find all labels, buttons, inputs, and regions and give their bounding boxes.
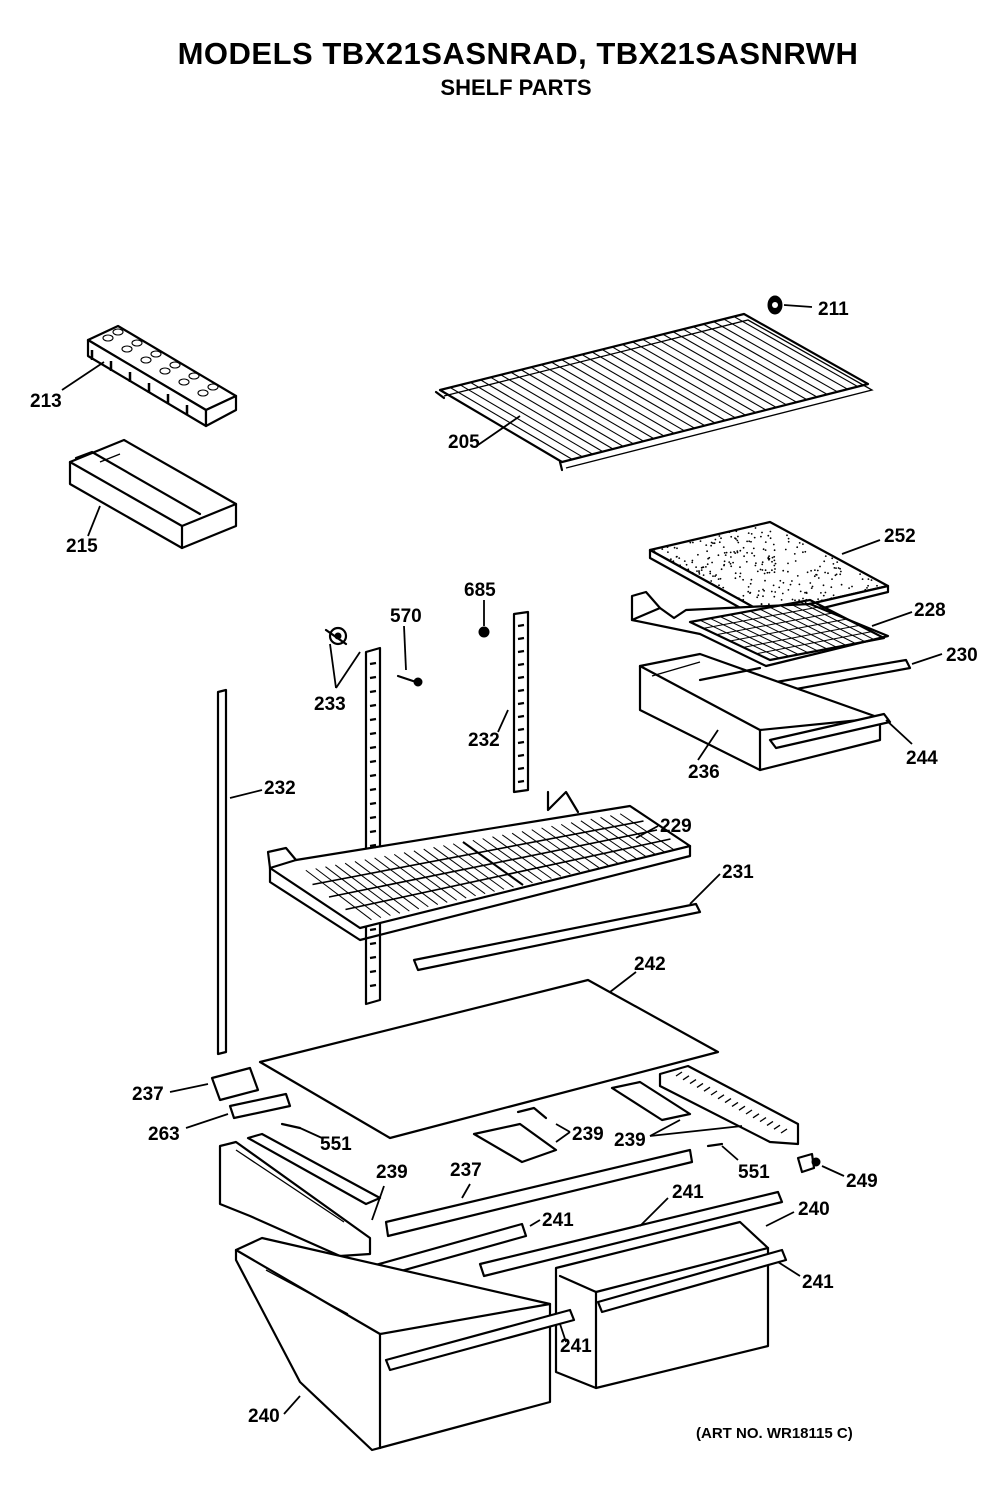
callout-229: 229: [660, 816, 692, 837]
part-263-bracket: [185, 1092, 292, 1129]
part-229-cantilever-shelf: [266, 790, 692, 942]
part-232-front-rail: [216, 688, 263, 1056]
part-242-glass-shelf: [258, 971, 720, 1140]
callout-213: 213: [30, 391, 62, 412]
callout-230: 230: [946, 645, 978, 666]
page-title: MODELS TBX21SASNRAD, TBX21SASNRWH: [178, 36, 859, 71]
callout-232-front: 232: [264, 778, 296, 799]
part-685-screw: [478, 600, 490, 638]
callout-241-center: 241: [672, 1182, 704, 1203]
part-211-shelf-stop: [767, 295, 813, 315]
callout-205: 205: [448, 432, 480, 453]
callout-237-center: 237: [450, 1160, 482, 1181]
part-249-clip: [796, 1152, 845, 1177]
part-237-left-support: [169, 1066, 260, 1102]
part-233-bracket-clip: [324, 626, 361, 689]
callout-241-right-handle: 241: [802, 1272, 834, 1293]
callout-249: 249: [846, 1171, 878, 1192]
part-551-screw-right: [706, 1142, 739, 1161]
callout-241-left: 241: [542, 1210, 574, 1231]
part-232-shelf-standard-rear-left: [364, 646, 382, 1006]
callout-236: 236: [688, 762, 720, 783]
part-239-center-slide: [472, 1106, 571, 1164]
part-232-shelf-standard-rear-right: [497, 610, 530, 794]
callout-211: 211: [818, 299, 849, 320]
callout-239-right: 239: [614, 1130, 646, 1151]
callout-232-rear: 232: [468, 730, 500, 751]
part-239-left-frame: [218, 1132, 385, 1258]
callout-570: 570: [390, 606, 422, 627]
callout-239-center: 239: [572, 1124, 604, 1145]
callout-240-left: 240: [248, 1406, 280, 1427]
callout-215: 215: [66, 536, 98, 557]
part-241-trim-center: [478, 1190, 784, 1278]
callout-228: 228: [914, 600, 946, 621]
callout-244: 244: [906, 748, 938, 769]
callout-551-left: 551: [320, 1134, 352, 1155]
callout-239-left: 239: [376, 1162, 408, 1183]
part-241-handle-trim-left: [384, 1308, 576, 1372]
part-205-wire-shelf: [434, 312, 874, 472]
part-213-egg-tray: [61, 324, 238, 428]
callout-242: 242: [634, 954, 666, 975]
part-237-center-rail: [384, 1148, 694, 1238]
part-230-trim: [774, 653, 943, 694]
art-number: (ART NO. WR18115 C): [696, 1425, 853, 1442]
part-570-screw: [396, 625, 423, 687]
part-241-handle-trim-right: [596, 1248, 801, 1314]
callout-231: 231: [722, 862, 754, 883]
callout-240-right: 240: [798, 1199, 830, 1220]
callout-551-right: 551: [738, 1162, 770, 1183]
callout-241-left-handle: 241: [560, 1336, 592, 1357]
page-subtitle: SHELF PARTS: [440, 75, 591, 100]
callout-252: 252: [884, 526, 916, 547]
part-551-screw-left: [280, 1122, 323, 1139]
part-240-drawer-right: [554, 1211, 795, 1390]
part-231-trim: [412, 873, 721, 972]
callout-263: 263: [148, 1124, 180, 1145]
part-215-door-bin: [68, 438, 238, 550]
part-252-crisper-cover: [648, 520, 890, 624]
part-239-right-slide: [610, 1064, 800, 1146]
part-228-crisper-frame: [630, 590, 913, 668]
part-236-crisper-pan: [638, 652, 882, 772]
callout-685: 685: [464, 580, 496, 601]
callout-237-left: 237: [132, 1084, 164, 1105]
part-244-trim: [768, 712, 913, 750]
callout-233: 233: [314, 694, 346, 715]
